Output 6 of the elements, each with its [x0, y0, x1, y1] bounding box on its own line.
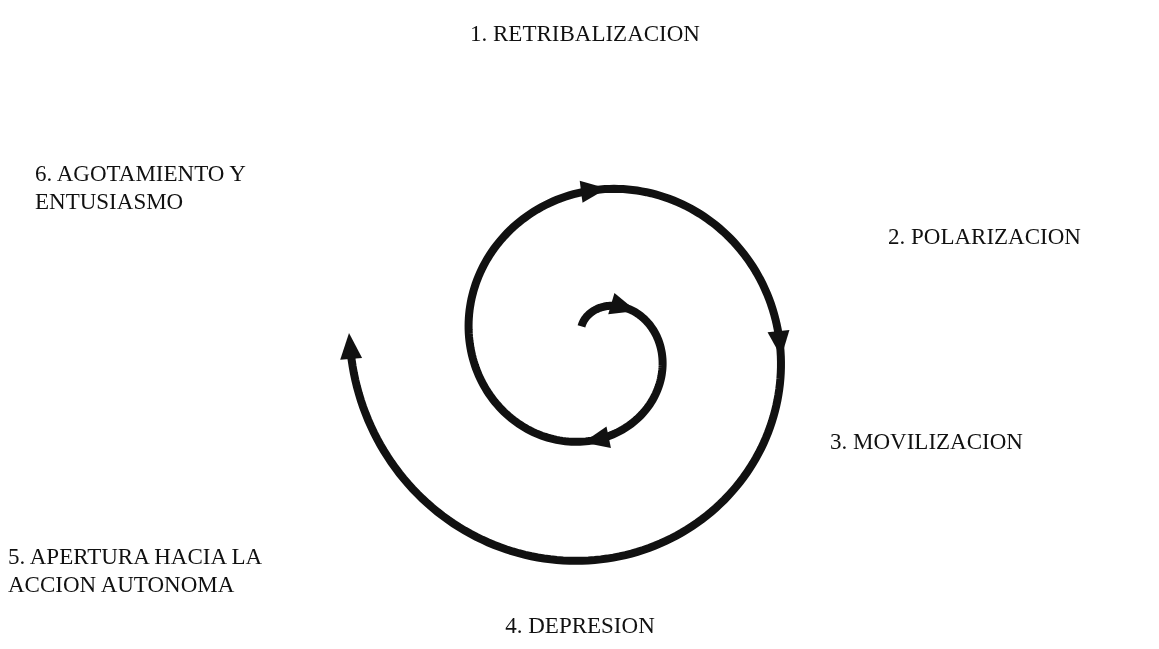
stage-label: 1. RETRIBALIZACION: [469, 20, 701, 48]
stage-label: 4. DEPRESION: [504, 612, 656, 640]
stage-label: 3. MOVILIZACION: [830, 428, 1024, 456]
stage-label: 6. AGOTAMIENTO Y ENTUSIASMO: [35, 160, 247, 216]
stage-label: 2. POLARIZACION: [888, 223, 1082, 251]
stage-label: 5. APERTURA HACIA LA ACCION AUTONOMA: [8, 543, 263, 599]
